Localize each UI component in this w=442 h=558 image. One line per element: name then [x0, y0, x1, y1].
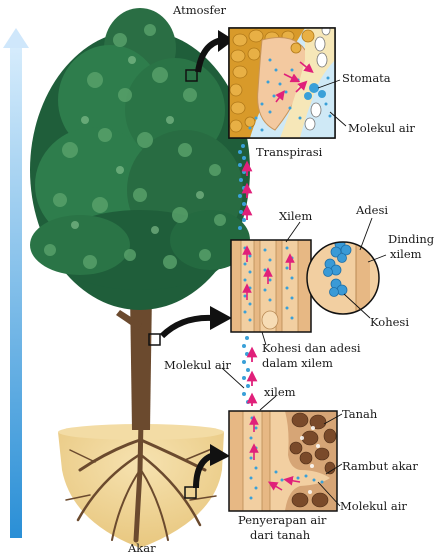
inset-leaf-stomata — [228, 27, 336, 139]
label-kohesi: Kohesi — [370, 315, 409, 329]
label-tanah: Tanah — [342, 407, 378, 421]
callout-arrow-stem — [159, 306, 232, 339]
label-penyerapan-2: dari tanah — [250, 528, 311, 542]
label-kohesi-adesi-1: Kohesi dan adesi — [262, 341, 361, 355]
label-kohesi-adesi-2: dalam xilem — [262, 356, 333, 370]
callout-arrow-leaf — [195, 30, 234, 73]
leader-lines — [221, 79, 387, 507]
inset-cohesion-adhesion-zoom — [306, 241, 380, 315]
label-xilem-mid: Xilem — [279, 209, 312, 223]
label-dinding-xilem-2: xilem — [390, 247, 422, 261]
label-molekul-air-low: Molekul air — [340, 499, 407, 513]
label-rambut-akar: Rambut akar — [342, 459, 418, 473]
inset-root-soil — [228, 410, 338, 512]
label-stomata: Stomata — [342, 71, 391, 85]
water-flow-trail — [238, 144, 258, 406]
indicator-stem — [148, 333, 161, 346]
label-molekul-air-top: Molekul air — [348, 121, 415, 135]
label-dinding-xilem-1: Dinding — [388, 232, 435, 246]
upward-flow-arrow — [3, 28, 29, 538]
indicator-leaf — [185, 69, 198, 82]
label-atmosfer: Atmosfer — [172, 3, 227, 17]
roots — [65, 417, 217, 543]
label-adesi: Adesi — [355, 203, 388, 217]
inset-xylem — [230, 239, 312, 333]
tree-canopy — [30, 8, 250, 310]
label-molekul-air-mid: Molekul air — [164, 358, 231, 372]
indicator-root — [184, 486, 197, 499]
label-transpirasi: Transpirasi — [256, 145, 323, 159]
label-xilem-low: xilem — [264, 385, 296, 399]
label-penyerapan-1: Penyerapan air — [238, 513, 327, 527]
label-akar: Akar — [127, 541, 156, 555]
callout-arrow-root — [193, 444, 230, 489]
